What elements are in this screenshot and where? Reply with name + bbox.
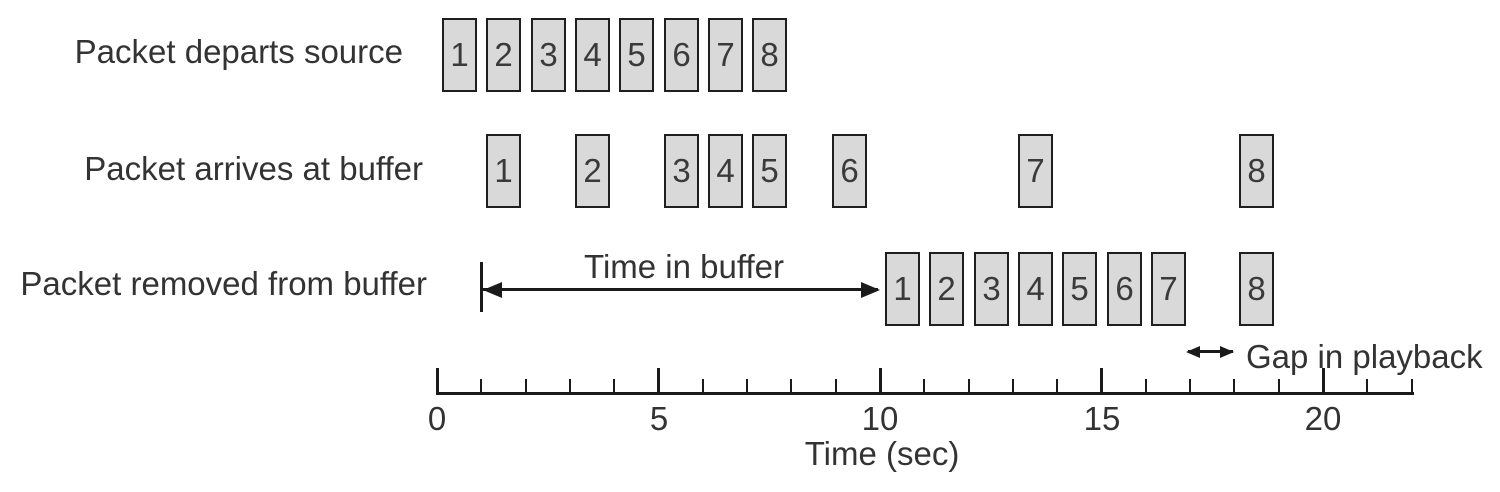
arrowhead-left-icon: [483, 282, 502, 298]
axis-tick-major: [436, 368, 439, 394]
packet-box: 1: [442, 18, 477, 92]
packet-box: 6: [1107, 252, 1142, 326]
axis-tick-label: 20: [1304, 400, 1342, 437]
axis-tick-minor: [1411, 379, 1413, 394]
axis-tick-minor: [1145, 379, 1147, 394]
row-label-packet-departs-source: Packet departs source: [74, 33, 403, 70]
packet-box: 4: [1018, 252, 1053, 326]
time-axis-line: [436, 392, 1414, 395]
axis-tick-minor: [1056, 379, 1058, 394]
packet-box: 3: [664, 134, 699, 208]
axis-tick-minor: [702, 379, 704, 394]
axis-tick-major: [657, 368, 660, 394]
time-in-buffer-label: Time in buffer: [584, 248, 784, 285]
packet-box: 1: [885, 252, 920, 326]
packet-box: 5: [1062, 252, 1097, 326]
axis-tick-minor: [480, 379, 482, 394]
arrowhead-right-icon: [861, 282, 880, 298]
axis-tick-minor: [1366, 379, 1368, 394]
axis-tick-label: 0: [427, 400, 447, 437]
gap-in-playback-arrow: [1188, 350, 1233, 353]
packet-box: 2: [575, 134, 610, 208]
axis-tick-minor: [1278, 379, 1280, 394]
packet-box: 3: [974, 252, 1009, 326]
axis-tick-minor: [968, 379, 970, 394]
axis-title: Time (sec): [804, 435, 960, 472]
axis-tick-major: [879, 368, 882, 394]
packet-box: 5: [752, 134, 787, 208]
axis-tick-major: [1100, 368, 1103, 394]
axis-tick-minor: [613, 379, 615, 394]
packet-box: 4: [708, 134, 743, 208]
arrowhead-right-icon: [1220, 346, 1234, 358]
axis-tick-label: 10: [861, 400, 899, 437]
axis-tick-major: [1322, 368, 1325, 394]
packet-box: 2: [929, 252, 964, 326]
time-in-buffer-arrow: [483, 288, 878, 291]
buffer-start-marker: [480, 262, 483, 312]
packet-box: 4: [575, 18, 610, 92]
packet-box: 7: [708, 18, 743, 92]
packet-box: 7: [1151, 252, 1186, 326]
axis-tick-label: 15: [1083, 400, 1121, 437]
axis-tick-minor: [746, 379, 748, 394]
axis-tick-minor: [1012, 379, 1014, 394]
axis-tick-minor: [569, 379, 571, 394]
packet-box: 1: [486, 134, 521, 208]
packet-box: 8: [1239, 252, 1274, 326]
packet-box: 3: [531, 18, 566, 92]
axis-tick-minor: [525, 379, 527, 394]
packet-box: 8: [752, 18, 787, 92]
axis-tick-minor: [1189, 379, 1191, 394]
row-label-packet-arrives-at-buffer: Packet arrives at buffer: [84, 150, 423, 187]
axis-tick-minor: [790, 379, 792, 394]
packet-box: 5: [619, 18, 654, 92]
packet-box: 2: [486, 18, 521, 92]
row-label-packet-removed-from-buffer: Packet removed from buffer: [20, 265, 427, 302]
packet-box: 8: [1239, 134, 1274, 208]
axis-tick-minor: [1233, 379, 1235, 394]
gap-in-playback-label: Gap in playback: [1246, 338, 1483, 375]
axis-tick-minor: [835, 379, 837, 394]
packet-box: 6: [832, 134, 867, 208]
arrowhead-left-icon: [1186, 346, 1200, 358]
axis-tick-label: 5: [649, 400, 669, 437]
packet-box: 6: [664, 18, 699, 92]
packet-box: 7: [1018, 134, 1053, 208]
axis-tick-minor: [923, 379, 925, 394]
